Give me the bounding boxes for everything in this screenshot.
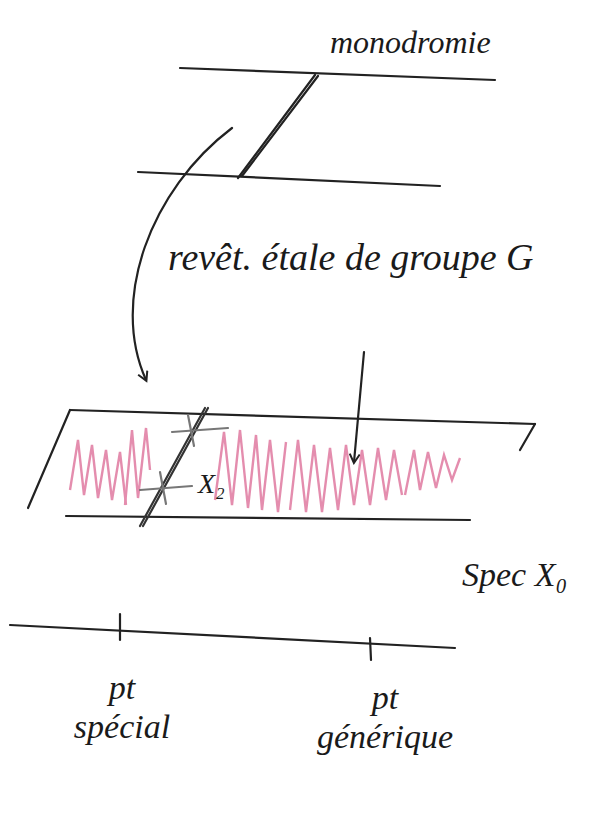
base-label: Spec X₀	[462, 555, 596, 594]
fibre-line	[143, 408, 208, 526]
cross-mark	[140, 486, 192, 490]
tick-mark	[370, 638, 371, 660]
upper-sheet	[180, 68, 495, 80]
base-plane	[520, 424, 535, 450]
note-label: monodromie	[330, 24, 570, 61]
fibre-line	[242, 76, 318, 176]
cross-mark	[160, 472, 166, 504]
upper-sheet	[138, 172, 440, 186]
fibre-label: X₂	[198, 468, 258, 500]
cross-mark	[188, 415, 194, 446]
pointer-arrow	[354, 352, 364, 462]
point-label: pt générique	[300, 678, 470, 756]
fibre-line	[238, 75, 315, 178]
base-plane	[66, 516, 470, 520]
tick-mark	[119, 614, 121, 640]
fibre-line	[140, 408, 205, 526]
point-label: pt spécial	[62, 668, 182, 746]
cross-mark	[172, 428, 228, 432]
axis-line	[10, 625, 455, 648]
hatching	[70, 428, 460, 512]
region-label: revêt. étale de groupe G	[168, 236, 558, 280]
base-plane	[70, 410, 535, 424]
base-plane	[28, 410, 70, 508]
